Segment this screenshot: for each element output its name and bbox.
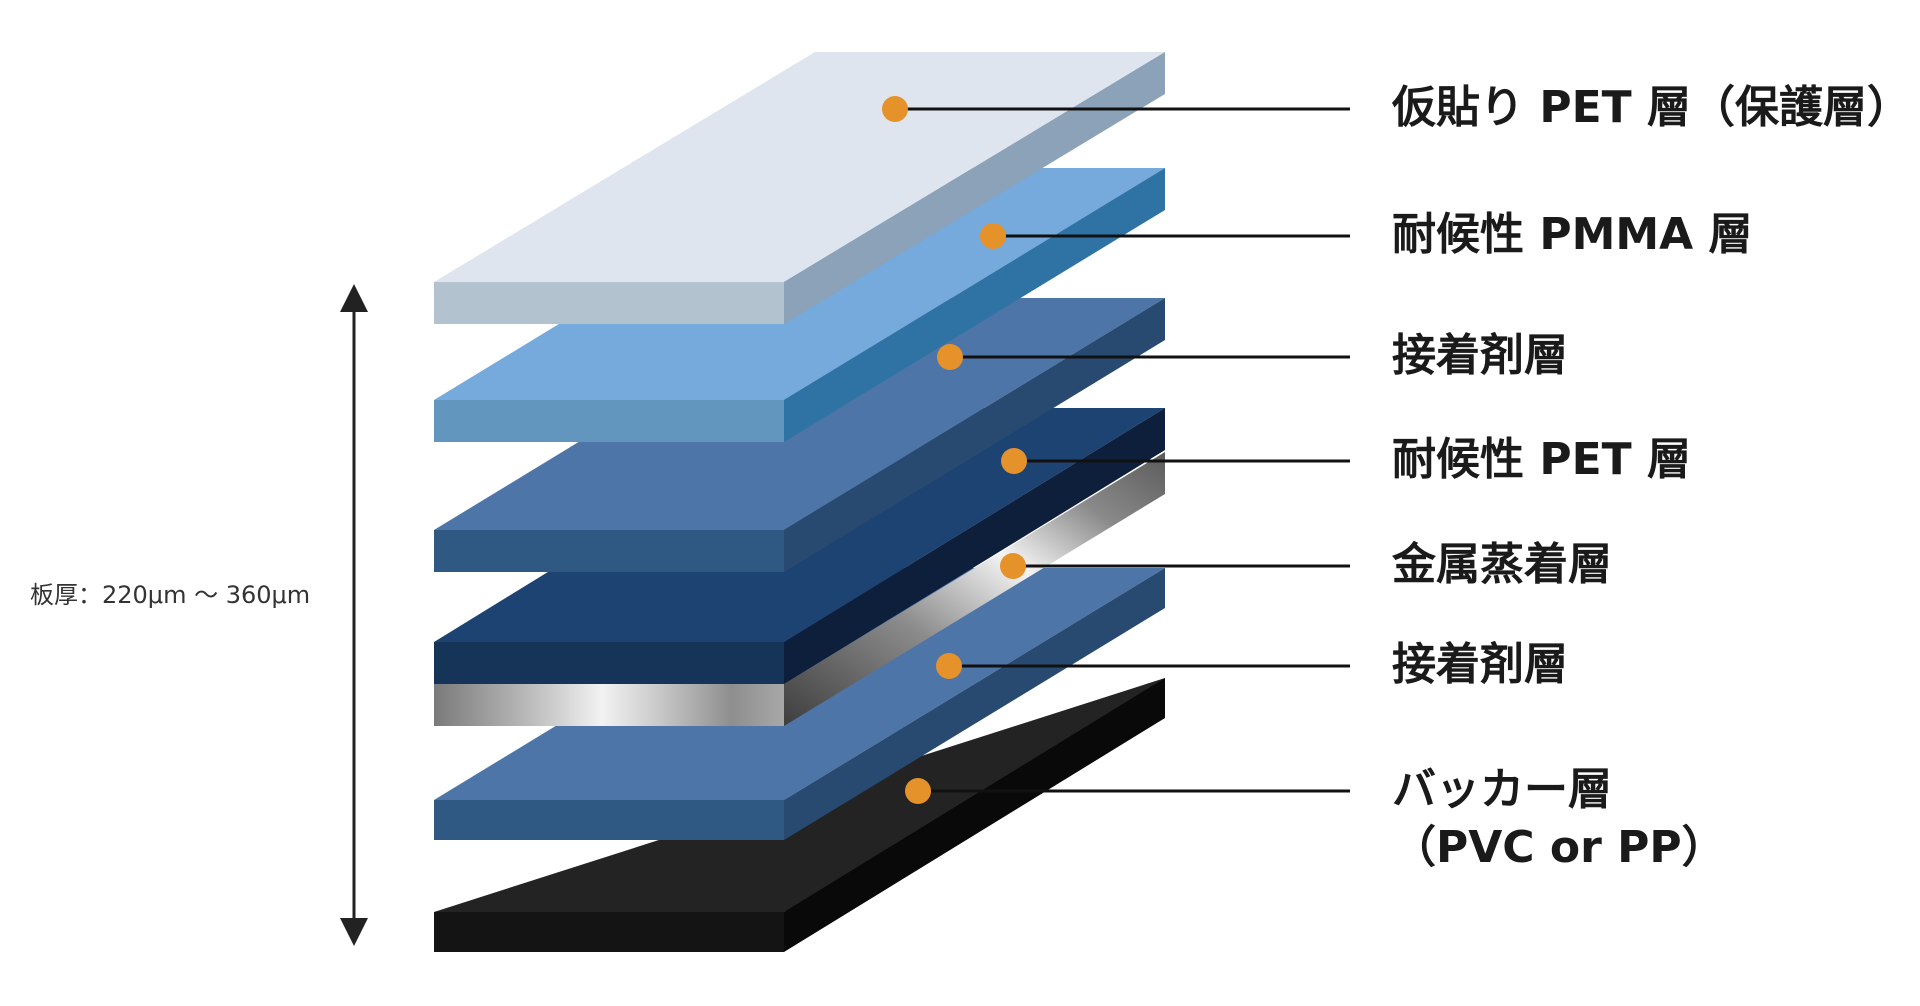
callout-pmma: 耐候性 PMMA 層 [980,209,1753,260]
layer-label-adhesive-2: 接着剤層 [1392,639,1568,690]
marker-dot [905,778,931,804]
callout-backer: バッカー層 （PVC or PP） [905,764,1726,873]
layer-label-line: 仮貼り PET 層（保護層） [1391,82,1911,133]
layer-label-line: 耐候性 PET 層 [1392,434,1691,485]
slab-front-adhesive-1 [434,530,784,572]
layer-slab-metal [434,452,1165,726]
callout-adhesive-2: 接着剤層 [936,639,1568,690]
layer-label-line: 接着剤層 [1392,330,1568,381]
layer-label-pmma: 耐候性 PMMA 層 [1392,209,1753,260]
marker-dot [1000,553,1026,579]
slab-side-pet-weather [784,408,1165,684]
callouts: 仮貼り PET 層（保護層） 耐候性 PMMA 層 接着剤層 耐候性 PET 層 [882,82,1911,873]
slab-front-adhesive-2 [434,800,784,840]
slab-front-metal [434,684,784,726]
thickness-dimension: 板厚：220μm ～ 360μm [30,284,368,946]
layer-label-line: 耐候性 PMMA 層 [1392,209,1753,260]
slab-front-pmma [434,400,784,442]
slab-side-adhesive-2 [784,568,1165,840]
slab-side-adhesive-1 [784,298,1165,572]
layer-label-metal: 金属蒸着層 [1391,539,1612,590]
marker-dot [937,344,963,370]
callout-metal: 金属蒸着層 [1000,539,1612,590]
layer-label-backer: バッカー層 （PVC or PP） [1392,764,1726,873]
callout-pet-weather: 耐候性 PET 層 [1001,434,1691,485]
slab-front-pet-protect [434,282,784,324]
arrow-down-icon [340,918,368,946]
marker-dot [936,653,962,679]
layer-label-line: 金属蒸着層 [1391,539,1612,590]
callout-pet-protect: 仮貼り PET 層（保護層） [882,82,1911,133]
slab-side-backer [784,678,1165,952]
slab-front-pet-weather [434,642,784,684]
slab-side-pet-protect [784,52,1165,324]
slab-side-metal [784,452,1165,726]
layer-label-adhesive-1: 接着剤層 [1392,330,1568,381]
layer-label-line: （PVC or PP） [1392,822,1726,873]
layer-label-line: 接着剤層 [1392,639,1568,690]
callout-adhesive-1: 接着剤層 [937,330,1568,381]
layer-label-pet-weather: 耐候性 PET 層 [1392,434,1691,485]
marker-dot [1001,448,1027,474]
slab-front-backer [434,912,784,952]
arrow-up-icon [340,284,368,312]
marker-dot [882,96,908,122]
layer-label-pet-protect: 仮貼り PET 層（保護層） [1391,82,1911,133]
layer-label-line: バッカー層 [1392,764,1612,815]
thickness-label: 板厚：220μm ～ 360μm [30,581,310,609]
marker-dot [980,223,1006,249]
